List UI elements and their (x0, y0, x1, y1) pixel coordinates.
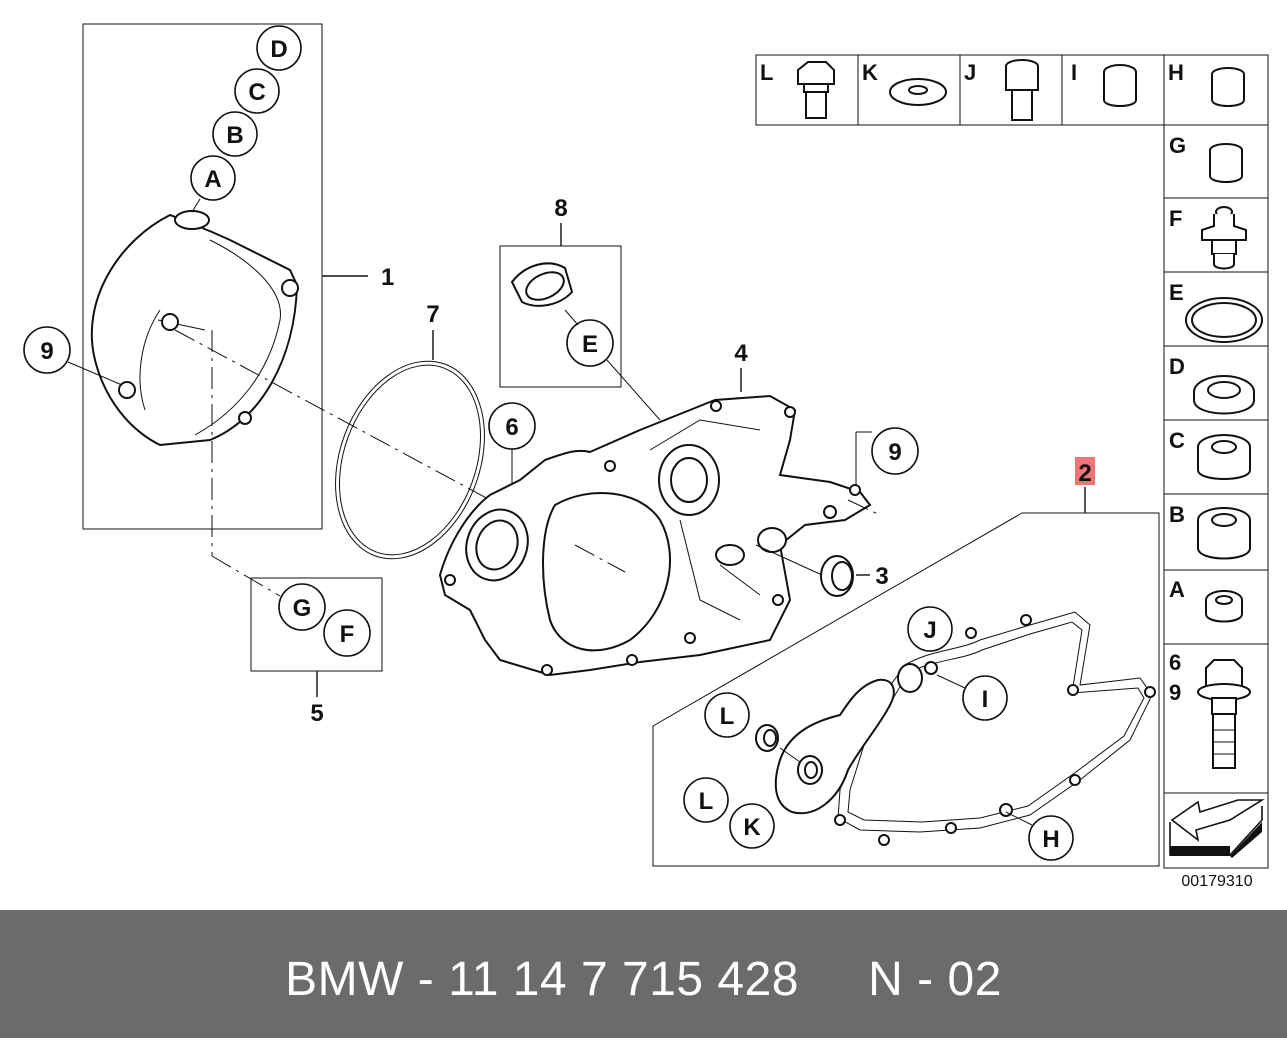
group-8-frame (499, 245, 622, 388)
callout-A (190, 155, 236, 201)
callout-9-left (23, 326, 71, 374)
footer-bar: BMW - 11 14 7 715 428 N - 02 (0, 910, 1287, 1038)
svg-text:K: K (743, 814, 761, 841)
svg-text:D: D (270, 36, 287, 63)
svg-text:I: I (1071, 60, 1077, 85)
direction-arrow-icon (1169, 799, 1265, 858)
engine-cover-part (90, 210, 299, 447)
callout-F (323, 609, 371, 657)
svg-text:6: 6 (1169, 650, 1181, 675)
label-1: 1 (381, 264, 394, 291)
legend-top-row: L K J I H (755, 54, 1269, 126)
svg-text:L: L (720, 703, 735, 730)
svg-text:7: 7 (426, 301, 439, 328)
svg-text:F: F (340, 621, 355, 648)
callout-I (962, 675, 1008, 721)
svg-text:E: E (582, 331, 598, 358)
callout-E-top (566, 319, 614, 367)
gasket-part (834, 611, 1156, 846)
svg-text:G: G (1169, 133, 1186, 158)
svg-text:3: 3 (875, 563, 888, 590)
svg-text:C: C (248, 79, 265, 106)
callout-B (212, 111, 258, 157)
svg-text:B: B (1169, 502, 1185, 527)
image-number: 00179310 (1181, 873, 1252, 890)
svg-text:6: 6 (505, 414, 518, 441)
svg-text:9: 9 (40, 338, 53, 365)
callout-K (729, 803, 775, 849)
svg-text:A: A (204, 166, 221, 193)
svg-text:C: C (1169, 428, 1185, 453)
callout-C (234, 68, 280, 114)
exploded-view-svg: 1 D C B A 9 G F 5 7 6 8 (23, 23, 1269, 890)
svg-text:B: B (226, 122, 243, 149)
callout-9-right (871, 427, 919, 475)
callout-H (1028, 815, 1074, 861)
callout-G (278, 583, 326, 631)
seal-part-3 (820, 555, 854, 597)
svg-text:J: J (923, 617, 936, 644)
svg-text:H: H (1168, 60, 1184, 85)
svg-text:F: F (1169, 206, 1182, 231)
svg-text:L: L (760, 60, 773, 85)
seal-gasket-part (755, 678, 895, 815)
svg-text:H: H (1042, 826, 1059, 853)
svg-text:L: L (699, 788, 714, 815)
svg-text:K: K (862, 60, 878, 85)
svg-text:4: 4 (734, 340, 748, 367)
part-number-caption: BMW - 11 14 7 715 428 N - 02 (285, 953, 1002, 1006)
svg-text:I: I (982, 686, 989, 713)
svg-text:5: 5 (310, 700, 323, 727)
callout-J (907, 606, 953, 652)
callout-L-upper (704, 692, 750, 738)
label-2: 2 (1078, 460, 1091, 487)
svg-text:8: 8 (554, 195, 567, 222)
parts-diagram: 1 D C B A 9 G F 5 7 6 8 (23, 23, 1269, 890)
svg-text:G: G (293, 595, 312, 622)
plug-part (510, 262, 574, 307)
label-2-highlight (1075, 457, 1095, 485)
svg-text:A: A (1169, 577, 1185, 602)
svg-text:D: D (1169, 354, 1185, 379)
o-ring-part (335, 360, 485, 560)
callout-D (256, 25, 302, 71)
svg-text:E: E (1169, 280, 1184, 305)
svg-text:9: 9 (1169, 680, 1181, 705)
group-2-frame (652, 512, 1160, 867)
legend-right-column: G F E D C B A 6 9 (1163, 124, 1269, 869)
svg-text:J: J (964, 60, 976, 85)
callout-L-lower (683, 777, 729, 823)
svg-text:9: 9 (888, 439, 901, 466)
housing-part (438, 394, 872, 677)
